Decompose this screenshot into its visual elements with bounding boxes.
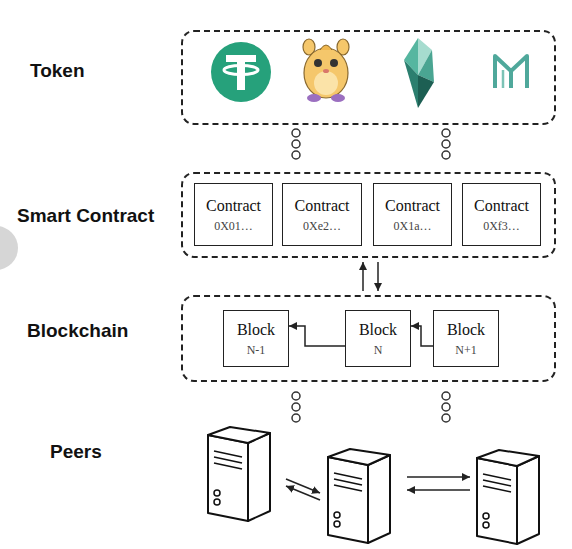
band-heading: Token [30,60,85,82]
layer-band: Token [181,30,556,125]
layer-band: BlockchainBlockN-1BlockNBlockN+1 [181,295,556,382]
box-title: Contract [206,196,261,215]
connector-arrow [362,262,364,291]
contract-box: Contract 0Xf3… [462,183,541,246]
box-title: Block [237,320,275,339]
contract-box: Contract 0X01… [194,183,273,246]
box-title: Contract [294,196,349,215]
layer-label: Peers [50,441,102,463]
server-symbol [477,450,539,544]
box-title: Contract [385,196,440,215]
box-address: N+1 [455,342,476,358]
box-address: 0Xe2… [303,218,341,234]
maker-icon [495,56,527,88]
box-title: Contract [474,196,529,215]
server-symbol [328,449,390,543]
peer-link-arrow [286,477,470,500]
block-box: BlockN [345,310,411,367]
band-heading: Blockchain [27,320,128,342]
box-address: 0X01… [214,218,253,234]
kyber-icon [404,38,434,108]
box-address: N-1 [247,342,266,358]
box-address: 0Xf3… [483,218,520,234]
contract-box: Contract 0X1a… [373,183,452,246]
box-title: Block [447,320,485,339]
cryptokitty-icon [303,39,349,102]
block-box: BlockN-1 [223,310,289,367]
edge-artifact [0,226,18,270]
block-box: BlockN+1 [433,310,499,367]
box-title: Block [359,320,397,339]
connector-arrow [377,262,379,291]
band-heading: Smart Contract [17,205,154,227]
box-address: 0X1a… [394,218,432,234]
layer-band: Smart ContractContract0X01…Contract0Xe2…… [181,172,556,258]
connector-arrow [289,326,345,346]
contract-box: Contract 0Xe2… [282,183,362,246]
server-symbol [208,427,270,521]
box-address: N [374,342,383,358]
connector-arrow [411,326,433,346]
tether-icon [211,42,271,102]
